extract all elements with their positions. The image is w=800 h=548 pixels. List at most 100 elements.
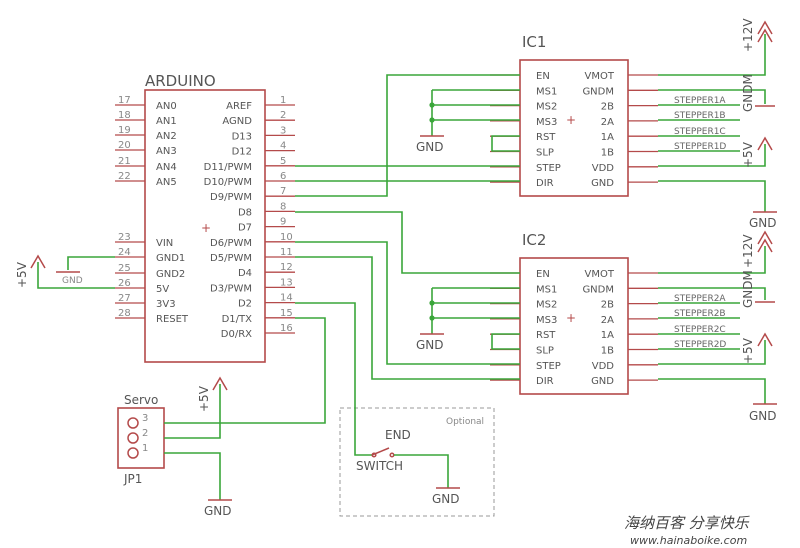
arduino-pin-number: 13: [280, 277, 293, 288]
arduino-pin-label: D5/PWM: [210, 253, 252, 264]
arduino-pin-label: D6/PWM: [210, 238, 252, 249]
ic1-ms-gnd-wires: GND: [416, 89, 520, 154]
arduino-pin-label: AN5: [156, 177, 177, 188]
arduino-pin-number: 2: [280, 110, 286, 121]
ic1-pin-label: VDD: [592, 163, 615, 174]
arduino-pin-number: 7: [280, 186, 286, 197]
ic1-ms-gnd-label: GND: [416, 140, 444, 154]
arduino-right-pins: 1AREF2AGND3D134D125D11/PWM6D10/PWM7D9/PW…: [204, 95, 295, 340]
arduino-pin-number: 1: [280, 95, 286, 106]
arduino-pin-number: 12: [280, 262, 293, 273]
arduino-pin-label: AN2: [156, 131, 177, 142]
arduino-pin-label: AREF: [226, 101, 252, 112]
ic2-pin-label: EN: [536, 269, 550, 280]
arduino-pin-label: 5V: [156, 284, 169, 295]
ic1-pin-label: 2B: [601, 102, 614, 113]
ic2-5v-label: +5V: [741, 337, 755, 364]
arduino-pin-label: D2: [238, 299, 252, 310]
servo-name: JP1: [123, 472, 142, 486]
ic1-pin-label: STEP: [536, 163, 561, 174]
arduino-pin-label: AN3: [156, 146, 177, 157]
ic1-pin-label: 1A: [601, 132, 614, 143]
net-stepper2c: STEPPER2C: [674, 325, 726, 335]
watermark-line1: 海纳百客 分享快乐: [624, 514, 750, 532]
ic2-pin-label: GNDM: [582, 284, 614, 295]
watermark: 海纳百客 分享快乐 www.hainaboike.com: [624, 514, 750, 547]
ic2-pin-label: VMOT: [585, 269, 615, 280]
net-stepper2d: STEPPER2D: [674, 340, 726, 350]
wire-servo-d2: [164, 317, 326, 424]
switch-end-label: END: [385, 428, 411, 442]
arduino-pin-label: D10/PWM: [204, 177, 252, 188]
ic2-body: [519, 257, 629, 395]
servo-pin1: 1: [142, 443, 148, 454]
arduino-pin-label: D12: [232, 147, 252, 158]
ic1-title: IC1: [522, 33, 546, 51]
arduino-pin-number: 6: [280, 171, 286, 182]
arduino-pin-number: 22: [118, 171, 131, 182]
ic1-pin-label: DIR: [536, 178, 554, 189]
ic2-pin-label: GND: [591, 376, 614, 387]
arduino-pin-label: AGND: [222, 116, 252, 127]
arduino-pin-label: 3V3: [156, 299, 176, 310]
wire-d3-switch: [295, 302, 372, 456]
ic1-gnd-label: GND: [749, 216, 777, 230]
arduino-left-pins: 17AN018AN119AN220AN321AN422AN523VIN24GND…: [115, 95, 189, 325]
arduino-pin-label: RESET: [156, 314, 189, 325]
servo-block: Servo 3 2 1 JP1 +5V GND: [117, 317, 326, 518]
net-stepper1b: STEPPER1B: [674, 111, 726, 121]
arduino-5v-label: +5V: [15, 261, 29, 288]
arduino-pin-number: 27: [118, 293, 131, 304]
arduino-block: ARDUINO + 17AN018AN119AN220AN321AN422AN5…: [115, 72, 295, 363]
arduino-pin-number: 8: [280, 201, 286, 212]
switch-gnd-label: GND: [432, 492, 460, 506]
ic2-12v-label: +12V: [741, 234, 755, 268]
ic2-title: IC2: [522, 231, 546, 249]
arduino-pin-label: GND2: [156, 269, 185, 280]
arduino-pin-label: D11/PWM: [204, 162, 252, 173]
arduino-power: GND +5V: [15, 254, 115, 289]
arduino-pin-number: 20: [118, 140, 131, 151]
arduino-pin-number: 14: [280, 293, 293, 304]
arduino-pin-label: AN0: [156, 101, 177, 112]
ic1-12v-label: +12V: [741, 18, 755, 52]
ic2-pin-label: RST: [536, 330, 556, 341]
ic1-power: +12V GNDM +5V GND: [658, 18, 777, 230]
watermark-line2: www.hainaboike.com: [630, 534, 747, 547]
arduino-pin-label: D1/TX: [222, 314, 253, 325]
arduino-pin-number: 17: [118, 95, 131, 106]
ic2-gndm-label: GNDM: [741, 270, 755, 308]
ic1-pin-label: 1B: [601, 148, 614, 159]
ic2-ms-gnd-label: GND: [416, 338, 444, 352]
arduino-pin-number: 11: [280, 247, 293, 258]
arduino-pin-number: 18: [118, 110, 131, 121]
optional-label: Optional: [446, 417, 484, 427]
arduino-origin-mark: +: [201, 221, 211, 235]
arduino-pin-number: 15: [280, 308, 293, 319]
servo-title: Servo: [124, 393, 158, 407]
servo-pin3: 3: [142, 413, 148, 424]
ic1-pin-label: GNDM: [582, 86, 614, 97]
ic2-ms-gnd-wires: GND: [416, 287, 520, 352]
ic1-gndm-label: GNDM: [741, 74, 755, 112]
switch-name-label: SWITCH: [356, 459, 403, 473]
arduino-pin-label: D13: [232, 131, 252, 142]
arduino-pin-label: D3/PWM: [210, 283, 252, 294]
arduino-pin-label: AN1: [156, 116, 177, 127]
ic1-5v-label: +5V: [741, 141, 755, 168]
ic1-body: [519, 59, 629, 197]
arduino-pin-number: 3: [280, 125, 286, 136]
ic1-origin-mark: +: [566, 113, 576, 127]
ic1-pin-label: EN: [536, 71, 550, 82]
ic1-pin-label: MS3: [536, 117, 557, 128]
arduino-title: ARDUINO: [145, 72, 216, 90]
wire-d8-ic2-en: [295, 211, 520, 274]
wire-d9-ic1-en: [295, 74, 520, 197]
net-stepper1c: STEPPER1C: [674, 127, 726, 137]
